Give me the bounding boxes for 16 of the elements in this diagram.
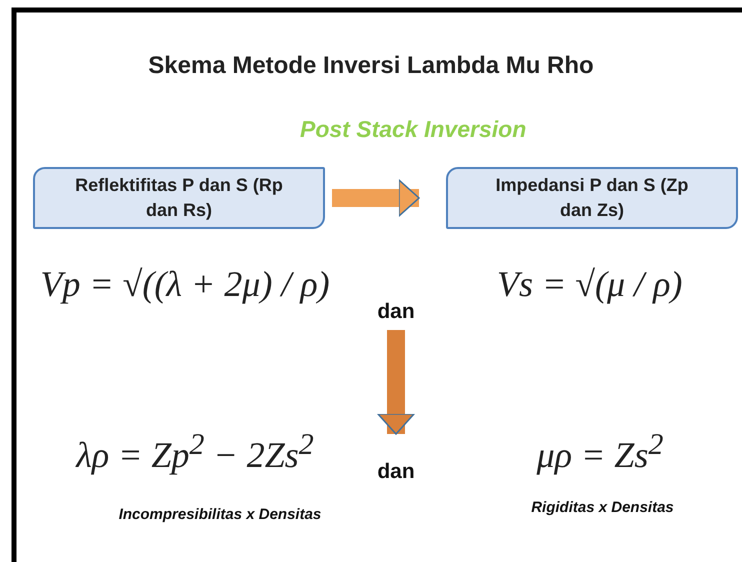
connector-word: dan	[364, 456, 428, 484]
box-text: Impedansi P dan S (Zp dan Zs)	[494, 174, 690, 222]
connector-word: dan	[364, 300, 428, 328]
diagram-title: Skema Metode Inversi Lambda Mu Rho	[147, 52, 595, 80]
formula: Vp = √((λ + 2μ) / ρ)	[40, 263, 330, 305]
formula: μρ = Zs$^{2}$	[536, 428, 664, 476]
process-box	[33, 167, 325, 229]
block-arrow	[377, 330, 415, 435]
subtitle: Post Stack Inversion	[300, 116, 526, 143]
formula-caption: Incompresibilitas x Densitas	[118, 506, 322, 523]
formula-caption: Rigiditas x Densitas	[530, 499, 675, 516]
process-box	[446, 167, 738, 229]
formula: λρ = Zp$^{2}$ − 2Zs$^{2}$	[74, 428, 315, 476]
box-text: Reflektifitas P dan S (Rp dan Rs)	[74, 174, 284, 222]
formula: Vs = √(μ / ρ)	[497, 263, 682, 305]
block-arrow	[332, 179, 420, 217]
